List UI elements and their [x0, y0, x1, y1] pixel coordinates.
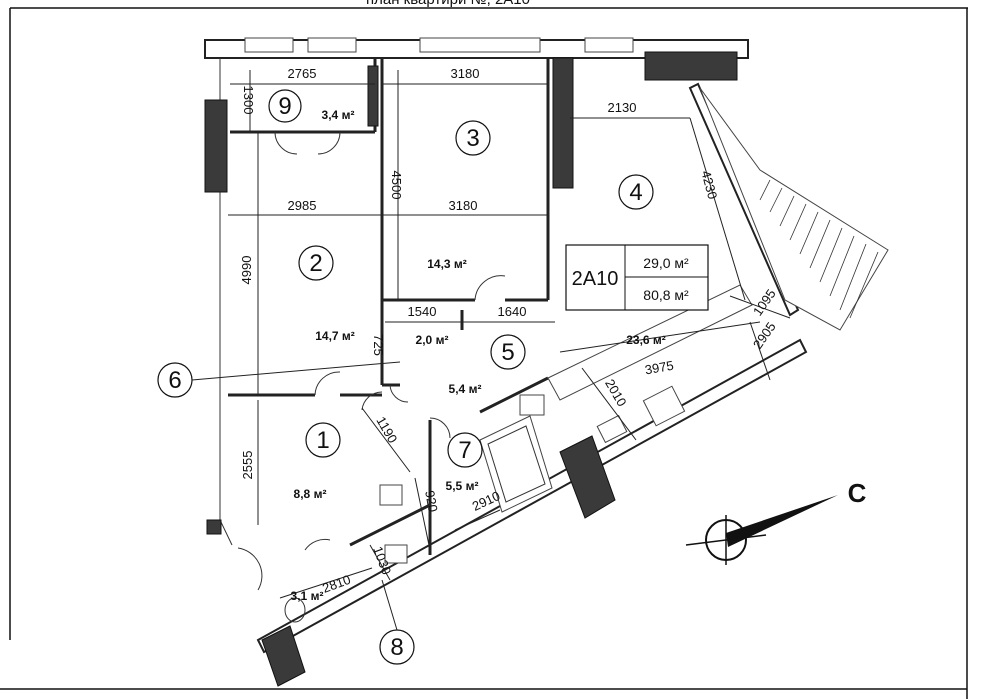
- room-1-circle: [305, 422, 341, 458]
- room-9-area: 3,4 м²: [322, 108, 355, 122]
- dim-3975: 3975: [644, 358, 675, 378]
- room-7-number: 7: [458, 437, 471, 464]
- column: [261, 625, 306, 687]
- north-label: С: [848, 478, 867, 508]
- room-2-circle: [298, 245, 334, 281]
- dim-3180-top: 3180: [451, 66, 480, 81]
- balcony-hatching: [759, 179, 879, 319]
- north-arrow-icon: [685, 495, 838, 565]
- kitchen-counter: [547, 284, 753, 444]
- dim-1640: 1640: [498, 304, 527, 319]
- dim-920: 920: [422, 489, 441, 513]
- dim-4500: 4500: [389, 171, 404, 200]
- room-4-area: 23,6 м²: [626, 333, 666, 347]
- room-1-number: 1: [316, 427, 329, 454]
- window: [244, 37, 294, 53]
- dim-725: 725: [371, 334, 386, 356]
- dim-3180-mid: 3180: [449, 198, 478, 213]
- dim-2905: 2905: [750, 319, 779, 351]
- room-8-area: 3,1 м²: [291, 589, 324, 603]
- room-5-area: 5,4 м²: [449, 382, 482, 396]
- dim-4230: 4230: [698, 169, 720, 201]
- toilet: [284, 597, 306, 623]
- room-6-number: 6: [168, 367, 181, 394]
- dim-2010: 2010: [602, 376, 629, 409]
- dim-4990: 4990: [239, 256, 254, 285]
- room-2-area: 14,7 м²: [315, 329, 355, 343]
- dim-2130: 2130: [608, 100, 637, 115]
- dim-1300: 1300: [241, 86, 256, 115]
- total-area: 80,8 м²: [643, 287, 689, 303]
- apartment-label-table: [565, 244, 709, 311]
- room-9-number: 9: [278, 93, 291, 120]
- dim-2985: 2985: [288, 198, 317, 213]
- apartment-code: 2А10: [572, 268, 619, 290]
- column: [204, 99, 228, 193]
- dim-1540: 1540: [408, 304, 437, 319]
- column: [644, 51, 738, 81]
- column: [552, 57, 574, 189]
- room-4-circle: [618, 174, 654, 210]
- room-5-circle: [490, 334, 526, 370]
- dimension-lines: [228, 70, 791, 599]
- washbasin: [379, 484, 403, 506]
- room-1-area: 8,8 м²: [294, 487, 327, 501]
- washbasin: [384, 544, 408, 564]
- dim-1190: 1190: [373, 414, 400, 446]
- column: [367, 65, 379, 127]
- room-7-circle: [447, 432, 483, 468]
- room-2-number: 2: [309, 250, 322, 277]
- bathtub: [479, 415, 553, 513]
- window: [584, 37, 634, 53]
- room-3-number: 3: [466, 125, 479, 152]
- doors: [237, 131, 506, 591]
- header-text: план квартири №, 2А10: [366, 0, 530, 8]
- dim-2765: 2765: [288, 66, 317, 81]
- room-5-number: 5: [501, 339, 514, 366]
- dim-2555: 2555: [240, 451, 255, 480]
- window: [419, 37, 541, 53]
- room-6-leader: [191, 361, 401, 381]
- room-8-number: 8: [390, 634, 403, 661]
- column: [559, 435, 616, 519]
- room-4-number: 4: [629, 179, 642, 206]
- room-6-area: 2,0 м²: [416, 333, 449, 347]
- room-3-area: 14,3 м²: [427, 257, 467, 271]
- room-7-area: 5,5 м²: [446, 479, 479, 493]
- column: [206, 519, 222, 535]
- room-8-leader: [381, 579, 398, 631]
- room-9-circle: [268, 89, 302, 123]
- room-3-circle: [455, 120, 491, 156]
- living-area: 29,0 м²: [643, 255, 689, 271]
- washbasin: [519, 394, 545, 416]
- window: [307, 37, 357, 53]
- dim-1095: 1095: [750, 286, 779, 318]
